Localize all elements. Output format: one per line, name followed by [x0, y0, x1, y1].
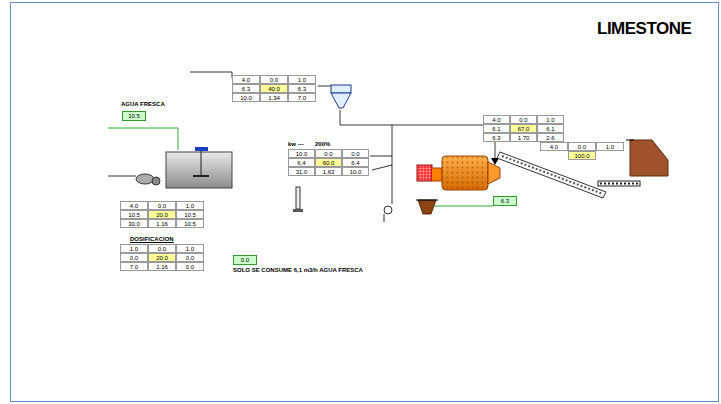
table-cell: 10.0	[288, 149, 315, 158]
table-cell: 30.0	[120, 219, 148, 228]
table-cell: 0.0	[315, 149, 342, 158]
table-cell: 2.6	[537, 133, 564, 142]
table-cell: 1.16	[148, 219, 176, 228]
table-cell: 7.0	[120, 262, 148, 271]
value-text: 6.3	[501, 198, 509, 204]
table-cell: 4.0	[120, 201, 148, 210]
value-box: 10.5	[122, 111, 146, 121]
belt	[598, 181, 640, 186]
table-cell: 1.0	[120, 244, 148, 253]
table-cell: 0.0	[120, 253, 148, 262]
value-text: 10.5	[128, 113, 140, 119]
sump	[416, 200, 438, 214]
table-cell: 4.0	[540, 142, 568, 151]
table-cell: 1.0	[176, 244, 204, 253]
valve	[384, 206, 392, 222]
note-text: kw ---	[288, 140, 315, 149]
table-cell: 20.0	[148, 210, 176, 219]
table-cell: 0.0	[148, 201, 176, 210]
table-cell: 10.5	[176, 210, 204, 219]
table-cell: 1.0	[288, 75, 316, 84]
table-cell: 0.0	[568, 142, 596, 151]
page-title: LIMESTONE	[597, 19, 691, 39]
table-cell: 0.0	[260, 75, 288, 84]
screw-classifier	[497, 152, 606, 198]
table-cell: 1.63	[315, 167, 342, 176]
page-frame	[11, 3, 719, 402]
table-cell: 10.0	[342, 167, 369, 176]
agitated-tank	[166, 147, 232, 188]
note-text: DOSIFICACION	[130, 235, 174, 243]
table-cell: 31.0	[288, 167, 315, 176]
table-cell: 67.0	[510, 124, 537, 133]
table-cell: 0.0	[510, 115, 537, 124]
table-cell: 40.0	[260, 84, 288, 93]
table-cell: 10.0	[232, 93, 260, 102]
note-text: 200%	[315, 140, 370, 149]
table-cell: 1.0	[537, 115, 564, 124]
table-cell: 1.70	[510, 133, 537, 142]
value-box: 0.0	[233, 255, 257, 265]
table-cell: 1.16	[148, 262, 176, 271]
table-cell: 0.0	[148, 244, 176, 253]
cyclone	[331, 85, 351, 108]
value-text: 0.0	[241, 257, 249, 263]
table-cell: 7.0	[288, 93, 316, 102]
table-cell: 4.0	[232, 75, 260, 84]
table-cell: 60.0	[315, 158, 342, 167]
table-cell: 10.5	[120, 210, 148, 219]
hopper	[626, 140, 668, 176]
table-cell: 1.0	[596, 142, 624, 151]
table-cell: 0.0	[176, 262, 204, 271]
table-cell: 100.0	[568, 151, 596, 160]
table-cell: 0.0	[176, 253, 204, 262]
table-cell: 1.0	[176, 201, 204, 210]
process-lines	[108, 72, 495, 204]
table-cell: 6.4	[342, 158, 369, 167]
table-cell: 6.3	[483, 133, 510, 142]
table-cell: 20.0	[148, 253, 176, 262]
value-box: 6.3	[493, 196, 517, 206]
table-cell: 6.1	[483, 124, 510, 133]
table-cell: 10.5	[176, 219, 204, 228]
table-cell: 0.0	[342, 149, 369, 158]
note-text: AGUA FRESCA	[121, 100, 165, 108]
note-text: SOLO SE CONSUME 6,1 m3/h AGUA FRESCA	[233, 266, 363, 274]
table-cell: 4.0	[483, 115, 510, 124]
table-cell: 6.1	[537, 124, 564, 133]
probe	[293, 187, 303, 212]
table-cell: 6.4	[288, 158, 315, 167]
pump	[136, 174, 160, 185]
ball-mill	[417, 156, 500, 190]
table-cell: 6.3	[288, 84, 316, 93]
table-cell: 1.34	[260, 93, 288, 102]
table-cell: 6.3	[232, 84, 260, 93]
